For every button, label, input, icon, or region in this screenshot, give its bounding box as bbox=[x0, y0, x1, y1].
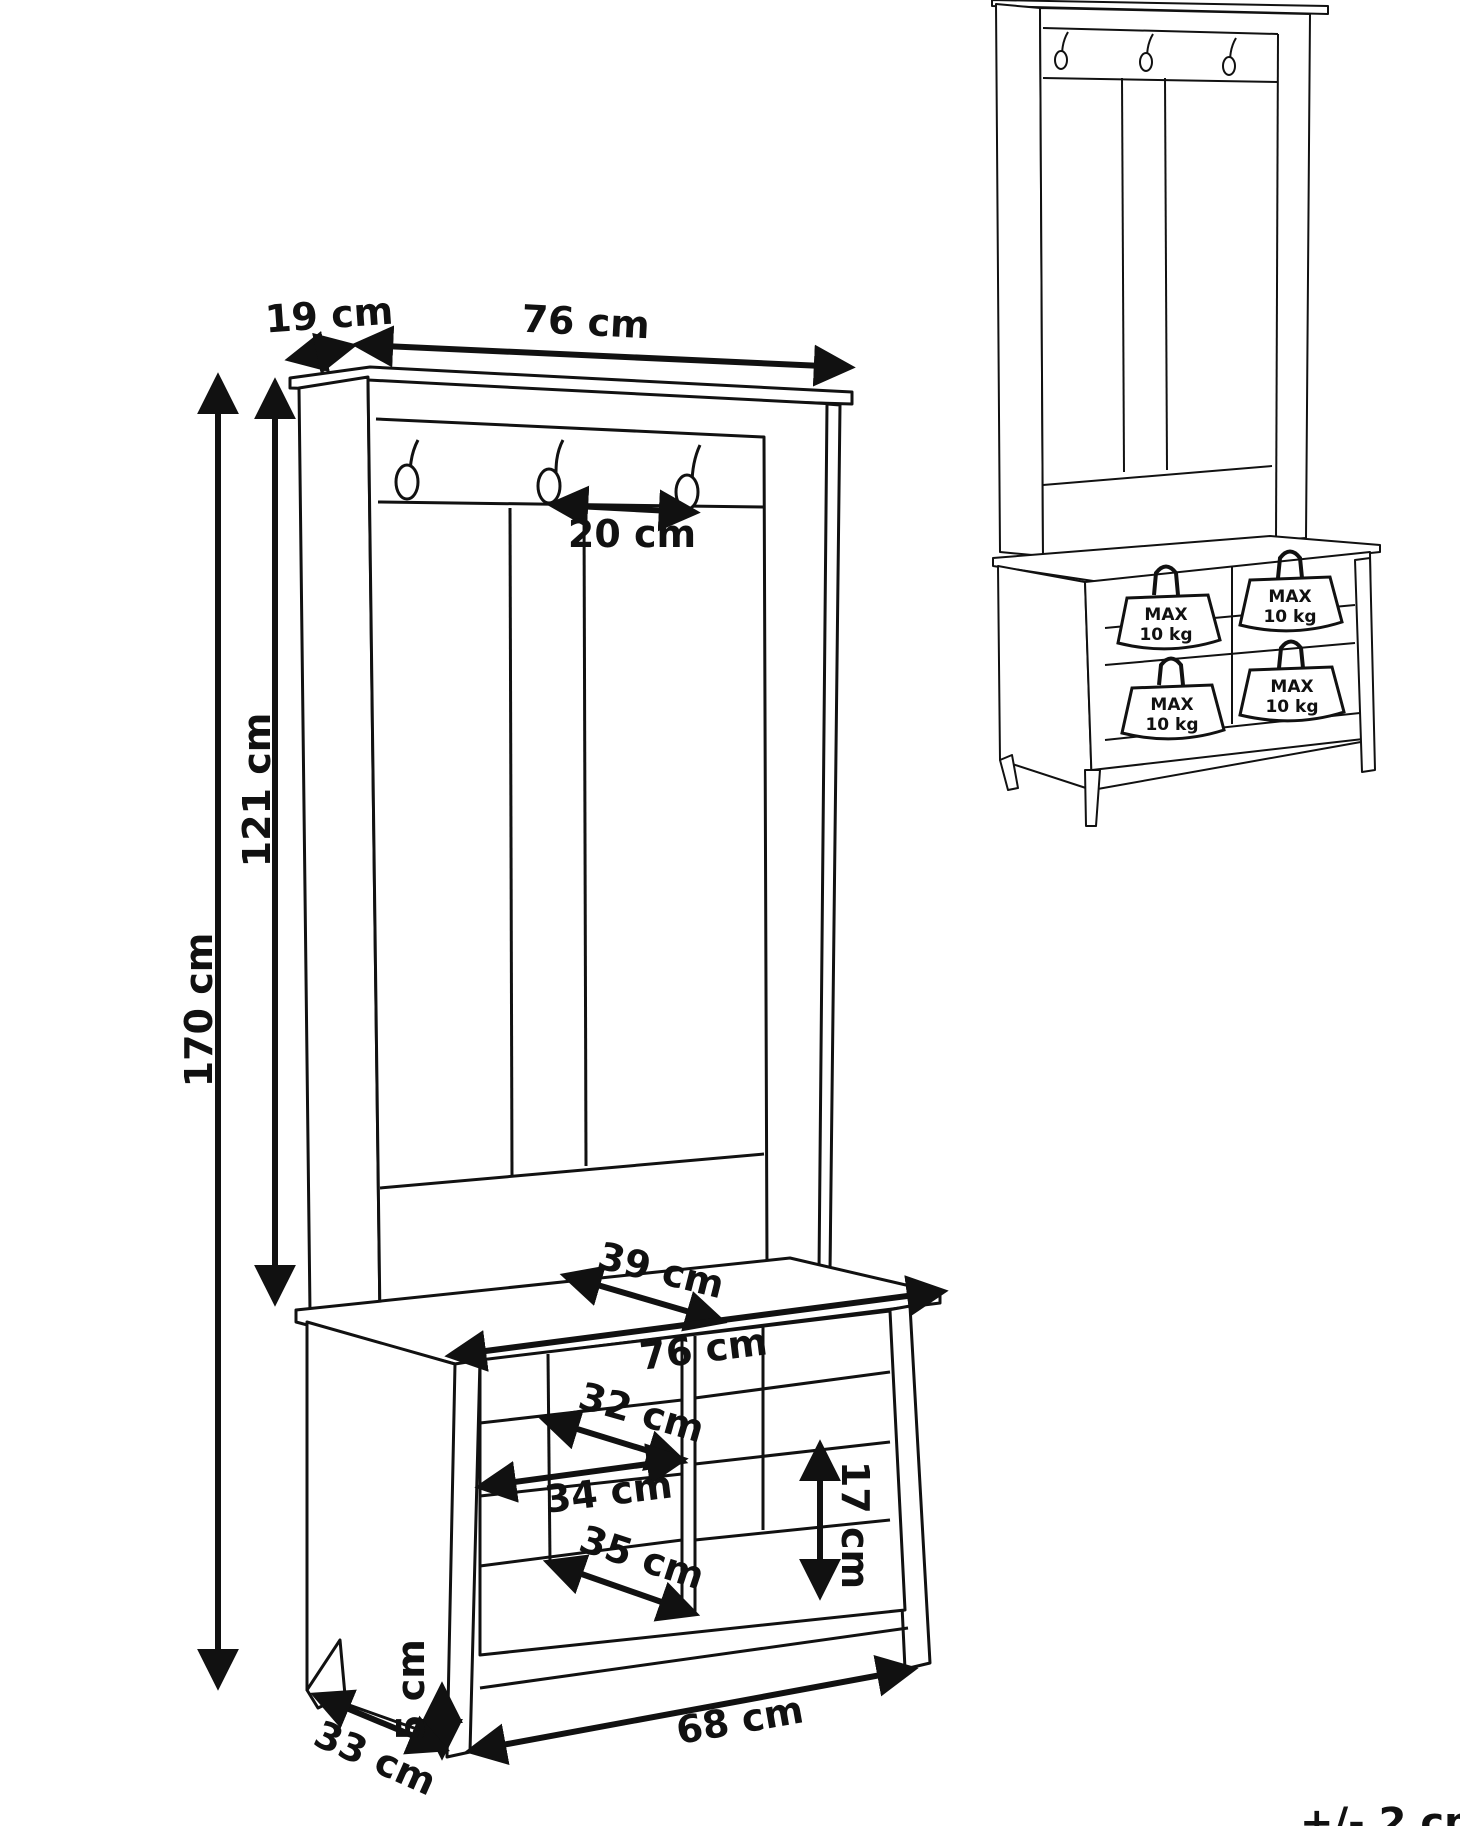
panel-board-2 bbox=[582, 507, 588, 1167]
load-badge-4: MAX 10 kg bbox=[1238, 639, 1346, 723]
badge-1-line2: 10 kg bbox=[1139, 625, 1192, 645]
inset-shelf-2 bbox=[1104, 642, 1356, 666]
weight-icon bbox=[1120, 683, 1226, 741]
inset-front-leg bbox=[1084, 769, 1101, 827]
load-badge-3: MAX 10 kg bbox=[1120, 656, 1226, 741]
load-badges: MAX 10 kg MAX 10 kg MAX 10 kg MAX 10 kg bbox=[1116, 549, 1346, 741]
tolerance-note: +/- 2 cm bbox=[1300, 1800, 1460, 1826]
inset-bottom-rail bbox=[1091, 737, 1373, 771]
label-panel-height: 121 cm bbox=[235, 713, 279, 868]
inset-rail-top bbox=[1042, 27, 1279, 35]
shelf-right-floor bbox=[694, 1518, 891, 1542]
shelf-right-lower bbox=[694, 1440, 891, 1466]
badge-4-line2: 10 kg bbox=[1265, 697, 1318, 717]
label-total-height: 170 cm bbox=[177, 933, 221, 1088]
inset-right-post bbox=[1275, 33, 1279, 541]
inset-right-leg bbox=[1354, 557, 1376, 773]
dimension-arrows bbox=[197, 325, 949, 1765]
inset-bench-top bbox=[992, 535, 1381, 583]
arrow-bench-width bbox=[444, 1275, 949, 1372]
badge-3-line2: 10 kg bbox=[1145, 715, 1198, 735]
label-leg-height: 5 cm bbox=[389, 1639, 433, 1741]
load-badge-2: MAX 10 kg bbox=[1238, 549, 1344, 633]
back-depth-line-1 bbox=[546, 1353, 552, 1563]
badge-4-line1: MAX bbox=[1270, 677, 1313, 697]
hook-1 bbox=[394, 439, 420, 501]
arrow-base-depth bbox=[310, 1689, 450, 1755]
badge-2-line1: MAX bbox=[1268, 587, 1311, 607]
label-base-width: 68 cm bbox=[673, 1687, 807, 1753]
arrow-depth-top bbox=[284, 330, 358, 375]
label-width-top: 76 cm bbox=[520, 297, 650, 348]
shelf-right-upper bbox=[694, 1370, 891, 1400]
label-compartment-height: 17 cm bbox=[833, 1461, 877, 1589]
panel-board-1 bbox=[508, 507, 514, 1177]
hook-rail bbox=[375, 417, 769, 1269]
badge-1-line1: MAX bbox=[1144, 605, 1187, 625]
arrow-bottom-depth bbox=[542, 1554, 701, 1622]
arrow-hook-spacing bbox=[546, 485, 701, 532]
inset-rear-leg bbox=[999, 754, 1019, 791]
inset-upper-left-side bbox=[995, 3, 1044, 557]
weight-icon bbox=[1238, 575, 1344, 633]
shelf-left-floor bbox=[479, 1538, 683, 1568]
arrow-compartment-width bbox=[474, 1443, 689, 1503]
inset-top-cap bbox=[991, 0, 1329, 15]
inset-board-1 bbox=[1121, 77, 1125, 473]
label-depth-top: 19 cm bbox=[264, 289, 395, 342]
badge-2-line2: 10 kg bbox=[1263, 607, 1316, 627]
inset-panel-lower bbox=[1042, 465, 1273, 486]
weight-icon bbox=[1238, 665, 1346, 723]
badge-3-line1: MAX bbox=[1150, 695, 1193, 715]
label-hook-spacing: 20 cm bbox=[568, 512, 696, 556]
inset-rail-bottom bbox=[1042, 77, 1279, 83]
panel-lower-edge bbox=[379, 1152, 765, 1190]
weight-icon bbox=[1116, 593, 1222, 651]
arrow-base-width bbox=[464, 1655, 919, 1765]
arrow-width-top bbox=[351, 325, 856, 387]
inset-board-2 bbox=[1164, 77, 1168, 471]
load-badge-1: MAX 10 kg bbox=[1116, 564, 1222, 651]
upper-left-side bbox=[297, 375, 382, 1322]
inset-hooks bbox=[1054, 31, 1237, 76]
